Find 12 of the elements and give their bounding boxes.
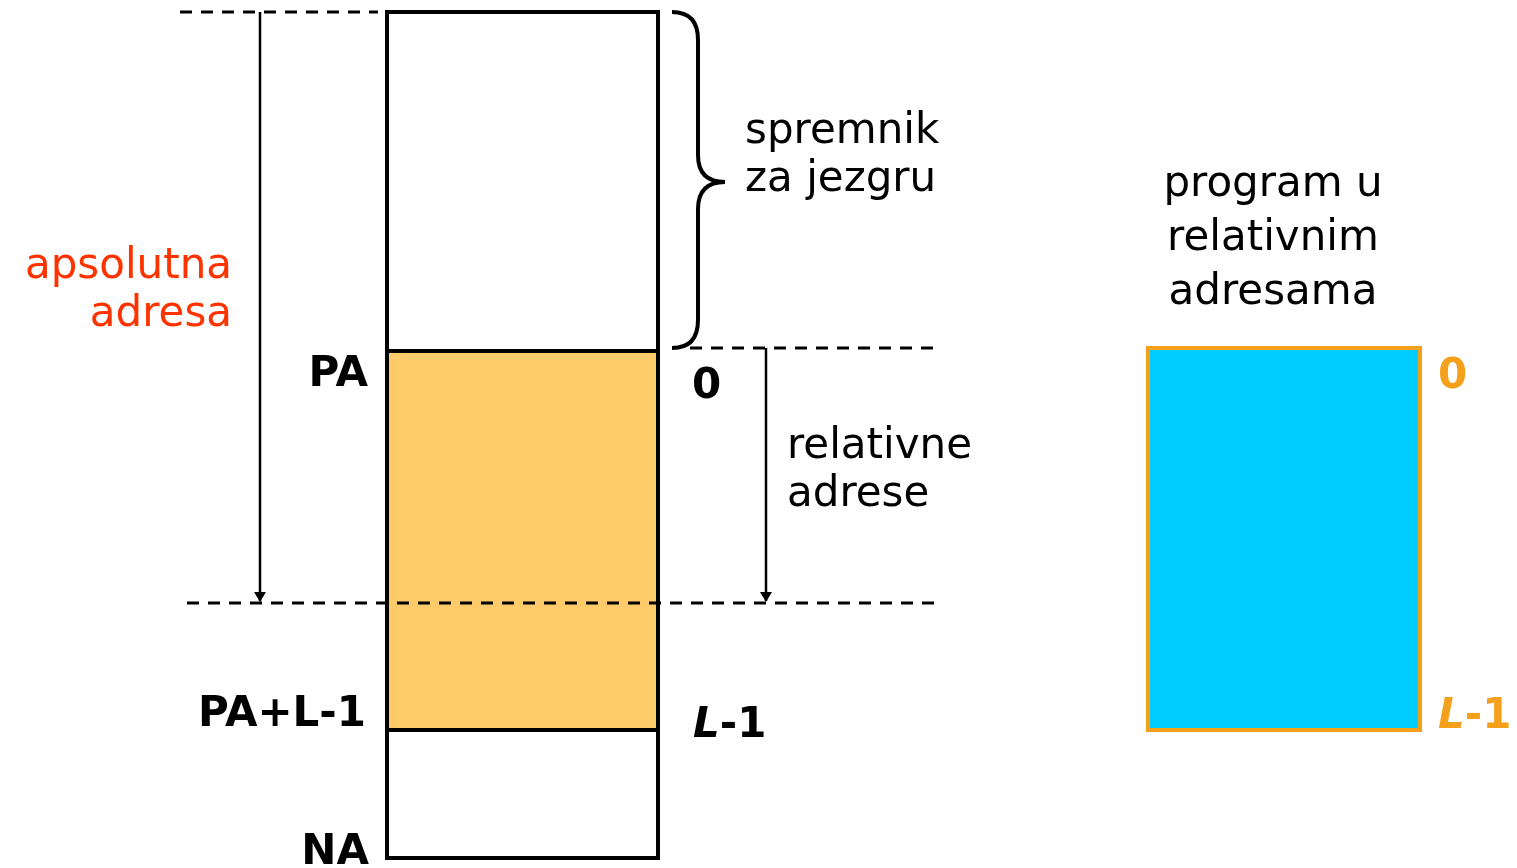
address-label: L-1: [693, 699, 767, 747]
address-label: L-1: [1438, 690, 1512, 738]
address-label: 0: [1438, 350, 1468, 398]
region-label: relativne adrese: [787, 420, 974, 516]
address-label: PA: [308, 348, 368, 396]
address-label: PA+L-1: [197, 688, 366, 736]
address-label: NA: [301, 826, 369, 868]
address-label: 0: [692, 360, 722, 408]
axis-label: apsolutna adresa: [23, 240, 232, 336]
program-block: [1146, 346, 1422, 732]
caption-text: program u relativnim adresama: [1162, 156, 1384, 316]
region-label: spremnik za jezgru: [745, 105, 941, 201]
